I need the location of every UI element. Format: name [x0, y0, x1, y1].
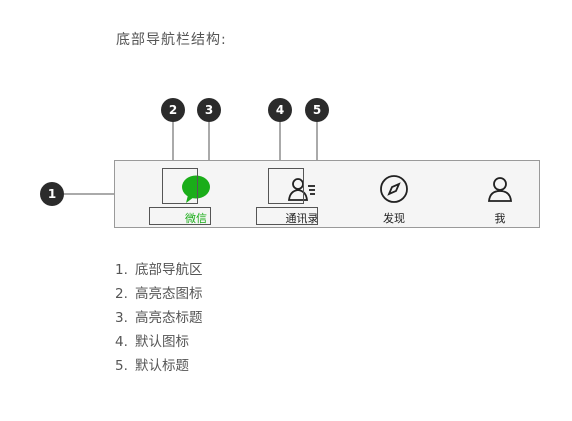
tab-contacts-label: 通讯录 — [285, 212, 319, 225]
tab-discover-label: 发现 — [383, 212, 405, 225]
legend-item: 3.高亮态标题 — [115, 310, 203, 326]
callout-badge-1: 1 — [40, 182, 64, 206]
legend-item: 1.底部导航区 — [115, 262, 203, 278]
callout-badge-5: 5 — [305, 98, 329, 122]
legend-item: 2.高亮态图标 — [115, 286, 203, 302]
highlight-box-default-label — [256, 207, 318, 225]
tab-me-label: 我 — [494, 212, 506, 225]
legend-list: 1.底部导航区 2.高亮态图标 3.高亮态标题 4.默认图标 5.默认标题 — [115, 258, 203, 378]
chat-bubble-icon — [180, 173, 212, 205]
callout-badge-2: 2 — [161, 98, 185, 122]
legend-item: 4.默认图标 — [115, 334, 189, 350]
callout-badge-3: 3 — [197, 98, 221, 122]
compass-icon — [378, 173, 410, 205]
legend-item: 5.默认标题 — [115, 358, 189, 374]
tab-wechat[interactable]: 微信 — [151, 161, 241, 229]
tab-me[interactable]: 我 — [455, 161, 545, 229]
person-icon — [484, 173, 516, 205]
highlight-box-default-icon — [268, 168, 304, 204]
bottom-tab-bar: 微信 通讯录 发现 — [114, 160, 540, 228]
tab-wechat-label: 微信 — [185, 212, 207, 225]
highlight-box-active-label — [149, 207, 211, 225]
page-heading: 底部导航栏结构: — [116, 32, 227, 48]
highlight-box-active-icon — [162, 168, 198, 204]
callout-badge-4: 4 — [268, 98, 292, 122]
tab-discover[interactable]: 发现 — [349, 161, 439, 229]
